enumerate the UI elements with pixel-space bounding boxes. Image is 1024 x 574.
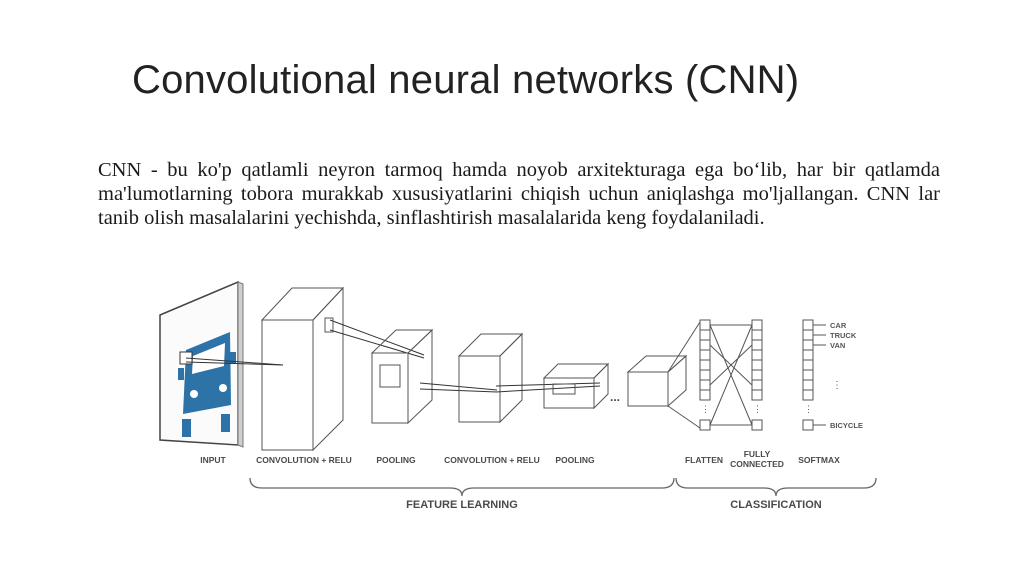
pool2-block bbox=[542, 362, 610, 410]
flatten-column: ⋮ bbox=[699, 319, 711, 431]
output-label-bicycle: BICYCLE bbox=[830, 421, 863, 430]
label-softmax: SOFTMAX bbox=[798, 455, 840, 465]
car-icon bbox=[178, 332, 236, 437]
output-label-van: VAN bbox=[830, 341, 845, 350]
feature-learning-brace bbox=[249, 477, 675, 497]
label-conv2: CONVOLUTION + RELU bbox=[444, 455, 540, 465]
label-input: INPUT bbox=[200, 455, 226, 465]
output-label-car: CAR bbox=[830, 321, 847, 330]
label-feature-learning: FEATURE LEARNING bbox=[406, 499, 518, 511]
label-pool2: POOLING bbox=[555, 455, 595, 465]
slide-title: Convolutional neural networks (CNN) bbox=[132, 58, 800, 102]
output-label-truck: TRUCK bbox=[830, 331, 857, 340]
svg-text:⋮: ⋮ bbox=[701, 404, 710, 414]
label-pool1: POOLING bbox=[376, 455, 416, 465]
pool1-block bbox=[370, 328, 498, 425]
svg-text:...: ... bbox=[610, 390, 620, 404]
label-flatten: FLATTEN bbox=[685, 455, 723, 465]
fully-connected-column: ⋮ bbox=[751, 319, 763, 431]
label-connected: CONNECTED bbox=[730, 459, 784, 469]
final-feature-block bbox=[626, 321, 701, 429]
svg-text:⋮: ⋮ bbox=[832, 380, 842, 391]
svg-text:⋮: ⋮ bbox=[753, 404, 762, 414]
softmax-column: ⋮ ⋮ bbox=[802, 319, 842, 431]
label-fully: FULLY bbox=[744, 449, 771, 459]
fc-connections bbox=[709, 324, 753, 426]
svg-text:⋮: ⋮ bbox=[804, 404, 813, 414]
conv2-block bbox=[457, 332, 601, 424]
slide-paragraph: CNN - bu ko'p qatlamli neyron tarmoq ham… bbox=[98, 159, 940, 229]
label-classification: CLASSIFICATION bbox=[730, 499, 822, 511]
label-conv1: CONVOLUTION + RELU bbox=[256, 455, 352, 465]
classification-brace bbox=[675, 477, 877, 497]
conv1-block bbox=[260, 286, 425, 452]
